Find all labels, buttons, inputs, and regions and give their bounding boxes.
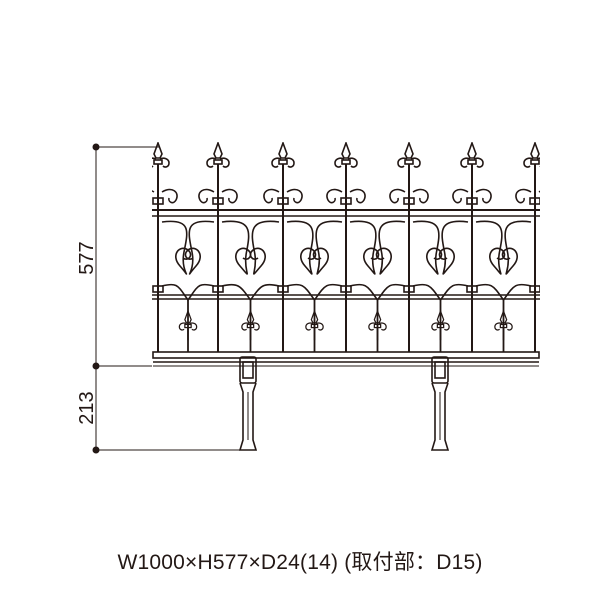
c-scroll-right bbox=[312, 220, 343, 275]
finial-scroll bbox=[326, 188, 343, 204]
finial-scroll bbox=[412, 188, 429, 204]
bar-collar bbox=[466, 197, 478, 205]
fence-bars bbox=[152, 175, 540, 352]
c-scroll-left bbox=[221, 220, 252, 275]
c-scroll-left bbox=[475, 220, 506, 275]
bar-collar bbox=[340, 285, 352, 293]
lower-scroll bbox=[349, 283, 379, 301]
lower-scroll bbox=[313, 283, 343, 301]
top-finial bbox=[334, 142, 358, 181]
lower-scroll bbox=[376, 283, 406, 301]
finial-scroll bbox=[389, 188, 406, 204]
fence-leg-right bbox=[430, 356, 450, 451]
finial-scroll bbox=[452, 188, 469, 204]
product-dimensions-caption: W1000×H577×D24(14) (取付部：D15) bbox=[117, 551, 483, 574]
bar-collar bbox=[340, 197, 352, 205]
lower-scroll bbox=[286, 283, 316, 301]
dimension-dot-bottom bbox=[92, 446, 100, 454]
lower-scroll bbox=[412, 283, 442, 301]
dimension-lines bbox=[92, 143, 240, 454]
c-scroll-right bbox=[249, 220, 280, 275]
finial-scroll bbox=[152, 190, 155, 193]
finial-scroll bbox=[161, 188, 178, 204]
bar-collar bbox=[212, 285, 224, 293]
bar-collar bbox=[529, 197, 540, 205]
bar-collar bbox=[212, 197, 224, 205]
fence-bottom-bar bbox=[152, 351, 540, 367]
lower-scroll bbox=[502, 283, 532, 301]
height-dimension-label: 577 bbox=[76, 241, 98, 274]
top-finial bbox=[460, 142, 484, 181]
dimension-dot-middle bbox=[92, 362, 100, 370]
bar-collar bbox=[403, 285, 415, 293]
top-finial bbox=[152, 142, 170, 181]
bar-collar bbox=[152, 285, 164, 293]
c-scroll-right bbox=[438, 220, 469, 275]
bar-collar bbox=[277, 285, 289, 293]
bar-collar bbox=[466, 285, 478, 293]
c-scroll-left bbox=[349, 220, 380, 275]
c-scroll-left bbox=[412, 220, 443, 275]
bar-collar bbox=[529, 285, 540, 293]
top-finial bbox=[397, 142, 421, 181]
bar-collar bbox=[403, 197, 415, 205]
lower-scroll bbox=[439, 283, 469, 301]
fence-leg-left bbox=[238, 356, 258, 451]
c-scroll-right bbox=[375, 220, 406, 275]
finial-scroll bbox=[515, 188, 532, 204]
bar-collar bbox=[277, 197, 289, 205]
top-finial bbox=[206, 142, 230, 181]
top-finial bbox=[523, 142, 540, 181]
fence-panel bbox=[152, 142, 540, 352]
finial-scroll bbox=[475, 188, 492, 204]
lower-scroll bbox=[249, 283, 280, 301]
finial-scroll bbox=[286, 188, 303, 204]
finial-scroll bbox=[263, 188, 280, 204]
leg-dimension-label: 213 bbox=[76, 391, 98, 424]
fence-scrollwork bbox=[152, 188, 540, 301]
finial-scroll bbox=[538, 190, 540, 193]
lower-scroll bbox=[221, 283, 252, 301]
finial-scroll bbox=[349, 188, 366, 204]
finial-scroll bbox=[221, 188, 238, 204]
lower-scroll bbox=[475, 283, 505, 301]
fence-top-finials bbox=[152, 142, 540, 181]
c-scroll-left bbox=[286, 220, 317, 275]
lower-scroll bbox=[187, 283, 215, 301]
finial-scroll bbox=[198, 188, 215, 204]
dimension-dot-top bbox=[92, 143, 100, 151]
lower-scroll bbox=[161, 283, 189, 301]
top-finial bbox=[271, 142, 295, 181]
bar-collar bbox=[152, 197, 164, 205]
c-scroll-left bbox=[161, 220, 192, 275]
c-scroll-right bbox=[184, 220, 215, 275]
c-scroll-right bbox=[501, 220, 532, 275]
